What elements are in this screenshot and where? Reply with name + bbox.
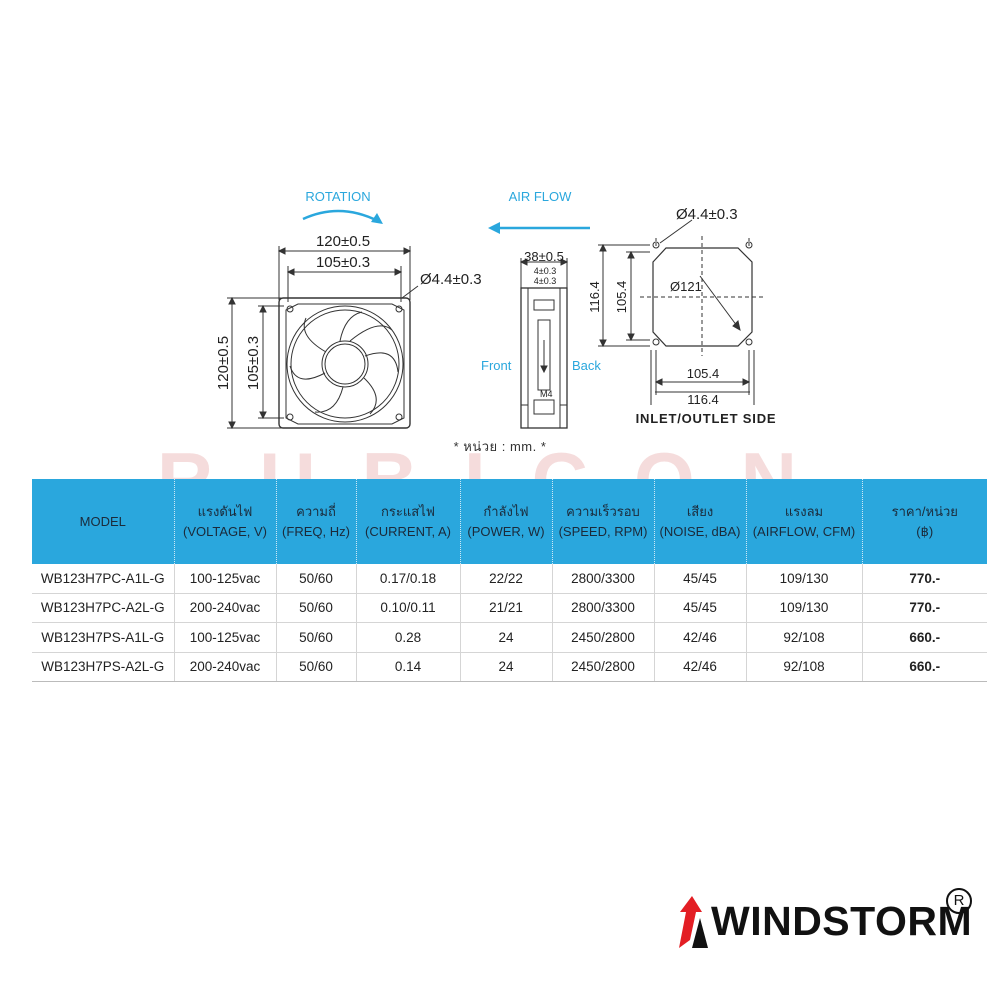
registered-mark-icon: R	[946, 888, 972, 914]
logo-text: WINDSTORM	[711, 898, 973, 944]
cell-model: WB123H7PS-A2L-G	[32, 652, 175, 682]
table-row: WB123H7PS-A1L-G 100-125vac 50/60 0.28 24…	[32, 622, 987, 653]
inlet-inner-width-label: 105.4	[687, 366, 720, 381]
cell-current: 0.14	[356, 652, 461, 682]
spec-table: MODEL แรงดันไฟ(VOLTAGE, V) ความถี่(FREQ,…	[32, 479, 987, 682]
inlet-view	[598, 219, 765, 405]
inlet-hole-label: Ø4.4±0.3	[676, 206, 738, 223]
windstorm-logo: WINDSTORM R	[676, 886, 976, 956]
cell-current: 0.28	[356, 622, 461, 653]
header-speed: ความเร็วรอบ(SPEED, RPM)	[552, 479, 655, 564]
cell-price: 770.-	[862, 593, 987, 623]
side-view	[519, 258, 569, 429]
front-inner-width-label: 105±0.3	[316, 254, 370, 271]
table-row: WB123H7PC-A1L-G 100-125vac 50/60 0.17/0.…	[32, 564, 987, 594]
cell-speed: 2800/3300	[552, 564, 655, 594]
cell-voltage: 200-240vac	[174, 652, 277, 682]
table-header-row: MODEL แรงดันไฟ(VOLTAGE, V) ความถี่(FREQ,…	[32, 479, 987, 564]
cell-speed: 2450/2800	[552, 622, 655, 653]
inlet-outer-width-label: 116.4	[687, 392, 719, 407]
cell-power: 24	[460, 652, 553, 682]
cell-airflow: 92/108	[746, 622, 863, 653]
header-price: ราคา/หน่วย(฿)	[862, 479, 987, 564]
header-power: กำลังไฟ(POWER, W)	[460, 479, 553, 564]
cell-price: 770.-	[862, 564, 987, 594]
cell-voltage: 100-125vac	[174, 622, 277, 653]
cell-power: 21/21	[460, 593, 553, 623]
rotation-label: ROTATION	[305, 189, 370, 204]
header-model: MODEL	[32, 479, 175, 564]
cell-current: 0.17/0.18	[356, 564, 461, 594]
header-noise: เสียง(NOISE, dBA)	[654, 479, 747, 564]
cell-noise: 42/46	[654, 652, 747, 682]
cell-price: 660.-	[862, 622, 987, 653]
front-width-label: 120±0.5	[316, 233, 370, 250]
cell-power: 22/22	[460, 564, 553, 594]
cell-model: WB123H7PC-A2L-G	[32, 593, 175, 623]
inlet-inner-height-label: 105.4	[614, 281, 629, 314]
unit-note: * หน่วย : mm. *	[453, 439, 547, 454]
cell-speed: 2450/2800	[552, 652, 655, 682]
dimension-drawing: ROTATION AIR FLOW	[215, 189, 777, 430]
cell-model: WB123H7PC-A1L-G	[32, 564, 175, 594]
header-freq: ความถี่(FREQ, Hz)	[276, 479, 357, 564]
logo-arrow-icon	[679, 896, 708, 948]
side-tab2-label: 4±0.3	[534, 276, 556, 286]
side-tab1-label: 4±0.3	[534, 266, 556, 276]
rotation-arrow-icon	[302, 209, 379, 223]
cell-airflow: 109/130	[746, 564, 863, 594]
cell-current: 0.10/0.11	[356, 593, 461, 623]
header-voltage: แรงดันไฟ(VOLTAGE, V)	[174, 479, 277, 564]
cell-noise: 42/46	[654, 622, 747, 653]
cell-model: WB123H7PS-A1L-G	[32, 622, 175, 653]
side-m4-label: M4	[540, 389, 553, 399]
cell-speed: 2800/3300	[552, 593, 655, 623]
front-inner-height-label: 105±0.3	[245, 336, 262, 390]
cell-airflow: 109/130	[746, 593, 863, 623]
airflow-label: AIR FLOW	[509, 189, 573, 204]
front-height-label: 120±0.5	[215, 336, 232, 390]
header-airflow: แรงลม(AIRFLOW, CFM)	[746, 479, 863, 564]
cell-voltage: 200-240vac	[174, 593, 277, 623]
cell-freq: 50/60	[276, 593, 357, 623]
cell-voltage: 100-125vac	[174, 564, 277, 594]
cell-noise: 45/45	[654, 564, 747, 594]
cell-freq: 50/60	[276, 564, 357, 594]
front-view	[227, 246, 419, 430]
inlet-diameter-label: Ø121	[670, 279, 702, 294]
cell-freq: 50/60	[276, 652, 357, 682]
cell-airflow: 92/108	[746, 652, 863, 682]
side-depth-label: 38±0.5	[524, 249, 564, 264]
cell-power: 24	[460, 622, 553, 653]
cell-price: 660.-	[862, 652, 987, 682]
front-hole-label: Ø4.4±0.3	[420, 271, 482, 288]
cell-noise: 45/45	[654, 593, 747, 623]
side-back-label: Back	[572, 358, 601, 373]
table-row: WB123H7PC-A2L-G 200-240vac 50/60 0.10/0.…	[32, 593, 987, 623]
inlet-caption: INLET/OUTLET SIDE	[636, 411, 777, 426]
header-current: กระแสไฟ(CURRENT, A)	[356, 479, 461, 564]
table-row: WB123H7PS-A2L-G 200-240vac 50/60 0.14 24…	[32, 652, 987, 682]
inlet-outer-height-label: 116.4	[587, 281, 602, 313]
side-front-label: Front	[481, 358, 512, 373]
cell-freq: 50/60	[276, 622, 357, 653]
